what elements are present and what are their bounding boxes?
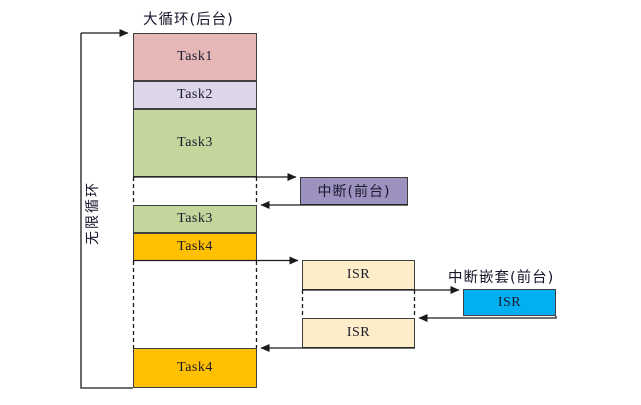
isr-label: ISR	[346, 267, 371, 282]
task-box-task3-second: Task3	[133, 205, 257, 233]
task-label: Task3	[177, 211, 213, 226]
isr-label: ISR	[346, 325, 371, 340]
infinite-loop-label: 无限循环	[85, 181, 101, 245]
isr-box-upper: ISR	[302, 260, 415, 290]
task-label: Task3	[177, 135, 213, 150]
task-box-task2: Task2	[133, 81, 257, 109]
interrupt-label: 中断(前台)	[317, 184, 391, 200]
main-loop-title: 大循环(后台)	[143, 12, 234, 28]
task-label: Task4	[177, 239, 213, 254]
task-box-task1: Task1	[133, 33, 257, 81]
interrupt-box-front: 中断(前台)	[300, 177, 408, 205]
arrow-nested-to-isr-lower	[418, 314, 557, 322]
task-label: Task4	[177, 360, 213, 375]
nested-interrupt-title: 中断嵌套(前台)	[448, 270, 555, 286]
task-box-task4-second: Task4	[133, 348, 257, 388]
task-box-task4-first: Task4	[133, 233, 257, 261]
isr-label: ISR	[497, 294, 522, 310]
task-box-task3-first: Task3	[133, 109, 257, 177]
task-label: Task2	[177, 87, 213, 102]
isr-box-lower: ISR	[302, 318, 415, 348]
task-label: Task1	[177, 49, 213, 64]
isr-box-nested: ISR	[463, 289, 556, 316]
